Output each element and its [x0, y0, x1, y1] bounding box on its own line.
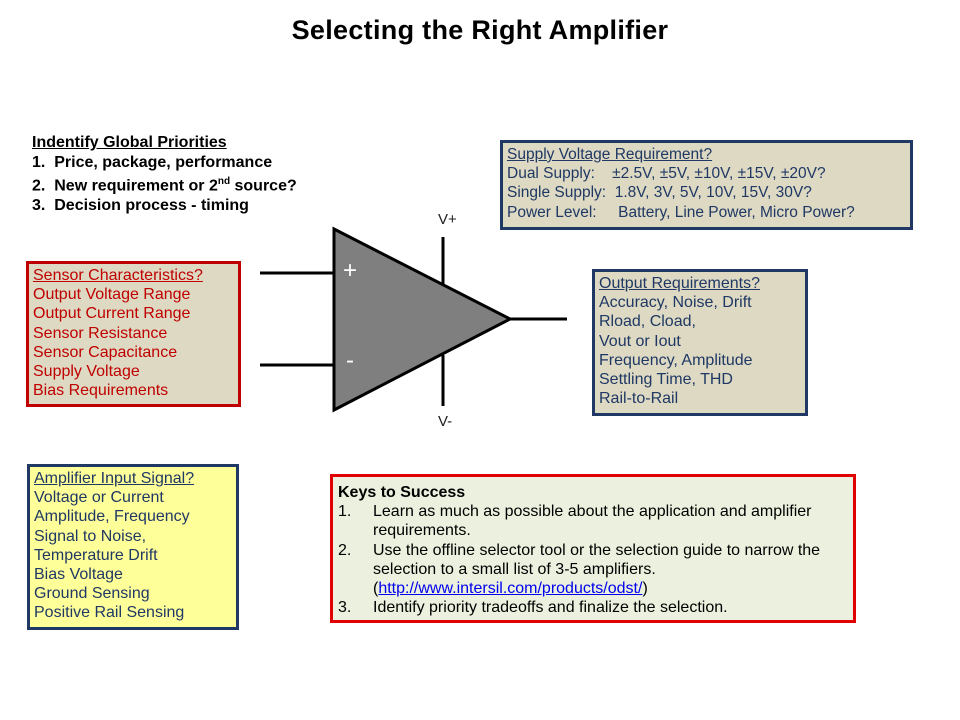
- priority-item-3: 3. Decision process - timing: [32, 196, 297, 216]
- output-line: Settling Time, THD: [599, 371, 733, 389]
- sensor-line: Supply Voltage: [33, 363, 140, 381]
- input-heading: Amplifier Input Signal?: [34, 470, 195, 487]
- keys-to-success-box: Keys to Success 1. Learn as much as poss…: [330, 474, 856, 623]
- opamp-triangle: [332, 226, 514, 413]
- keys-text: Learn as much as possible about the appl…: [373, 503, 812, 540]
- input-line: Positive Rail Sensing: [34, 604, 185, 622]
- supply-line: Power Level: Battery, Line Power, Micro …: [507, 203, 855, 221]
- sensor-line: Sensor Capacitance: [33, 343, 178, 361]
- output-line: Frequency, Amplitude: [599, 351, 753, 369]
- keys-list: 1. Learn as much as possible about the a…: [338, 502, 848, 617]
- minus-sign: -: [346, 347, 354, 374]
- priority-text-tail: source?: [230, 177, 297, 195]
- input-line: Signal to Noise,: [34, 527, 147, 545]
- output-line: Accuracy, Noise, Drift: [599, 294, 752, 312]
- odst-link[interactable]: http://www.intersil.com/products/odst/: [378, 580, 643, 598]
- priority-item-2: 2. New requirement or 2nd source?: [32, 172, 297, 196]
- keys-item-1: 1. Learn as much as possible about the a…: [338, 502, 848, 540]
- sensor-line: Bias Requirements: [33, 382, 169, 400]
- keys-text: Use the offline selector tool or the sel…: [373, 541, 821, 578]
- output-line: Vout or Iout: [599, 332, 681, 350]
- keys-item-3: 3. Identify priority tradeoffs and final…: [338, 598, 848, 617]
- amplifier-input-signal-box: Amplifier Input Signal? Voltage or Curre…: [27, 464, 239, 630]
- supply-heading: Supply Voltage Requirement?: [507, 146, 713, 163]
- priority-num: 2.: [32, 177, 46, 195]
- priority-text: New requirement or 2: [54, 177, 218, 195]
- keys-num: 3.: [338, 599, 352, 617]
- priority-superscript: nd: [217, 176, 231, 187]
- output-line: Rload, Cload,: [599, 313, 696, 331]
- priority-text: Decision process - timing: [54, 196, 249, 214]
- priority-text: Price, package, performance: [54, 153, 273, 171]
- input-line: Voltage or Current: [34, 489, 164, 507]
- vminus-label: V-: [438, 413, 453, 430]
- output-heading: Output Requirements?: [599, 275, 760, 292]
- slide-title: Selecting the Right Amplifier: [291, 15, 669, 45]
- priorities-heading: Indentify Global Priorities: [32, 134, 227, 151]
- link-close-paren: ): [642, 580, 648, 598]
- supply-line: Dual Supply: ±2.5V, ±5V, ±10V, ±15V, ±20…: [507, 165, 826, 183]
- sensor-characteristics-box: Sensor Characteristics? Output Voltage R…: [26, 261, 241, 407]
- input-line: Amplitude, Frequency: [34, 508, 190, 526]
- input-line: Bias Voltage: [34, 566, 123, 584]
- sensor-line: Output Voltage Range: [33, 286, 191, 304]
- global-priorities: Indentify Global Priorities 1. Price, pa…: [32, 133, 297, 215]
- link-open-paren: (: [373, 580, 379, 598]
- output-line: Rail-to-Rail: [599, 390, 679, 408]
- keys-item-2: 2. Use the offline selector tool or the …: [338, 541, 848, 599]
- sensor-line: Output Current Range: [33, 305, 191, 323]
- sensor-heading: Sensor Characteristics?: [33, 267, 203, 284]
- plus-sign: +: [343, 257, 358, 284]
- keys-num: 1.: [338, 503, 352, 521]
- keys-num: 2.: [338, 541, 352, 559]
- input-line: Temperature Drift: [34, 546, 158, 564]
- keys-text: Identify priority tradeoffs and finalize…: [373, 599, 728, 617]
- priority-item-1: 1. Price, package, performance: [32, 153, 297, 173]
- keys-heading: Keys to Success: [338, 484, 466, 501]
- priority-num: 3.: [32, 196, 46, 214]
- sensor-line: Sensor Resistance: [33, 324, 168, 342]
- input-line: Ground Sensing: [34, 585, 150, 603]
- priority-num: 1.: [32, 153, 46, 171]
- supply-voltage-box: Supply Voltage Requirement? Dual Supply:…: [500, 140, 913, 230]
- supply-line: Single Supply: 1.8V, 3V, 5V, 10V, 15V, 3…: [507, 184, 812, 202]
- vplus-label: V+: [438, 211, 457, 228]
- output-requirements-box: Output Requirements? Accuracy, Noise, Dr…: [592, 269, 808, 416]
